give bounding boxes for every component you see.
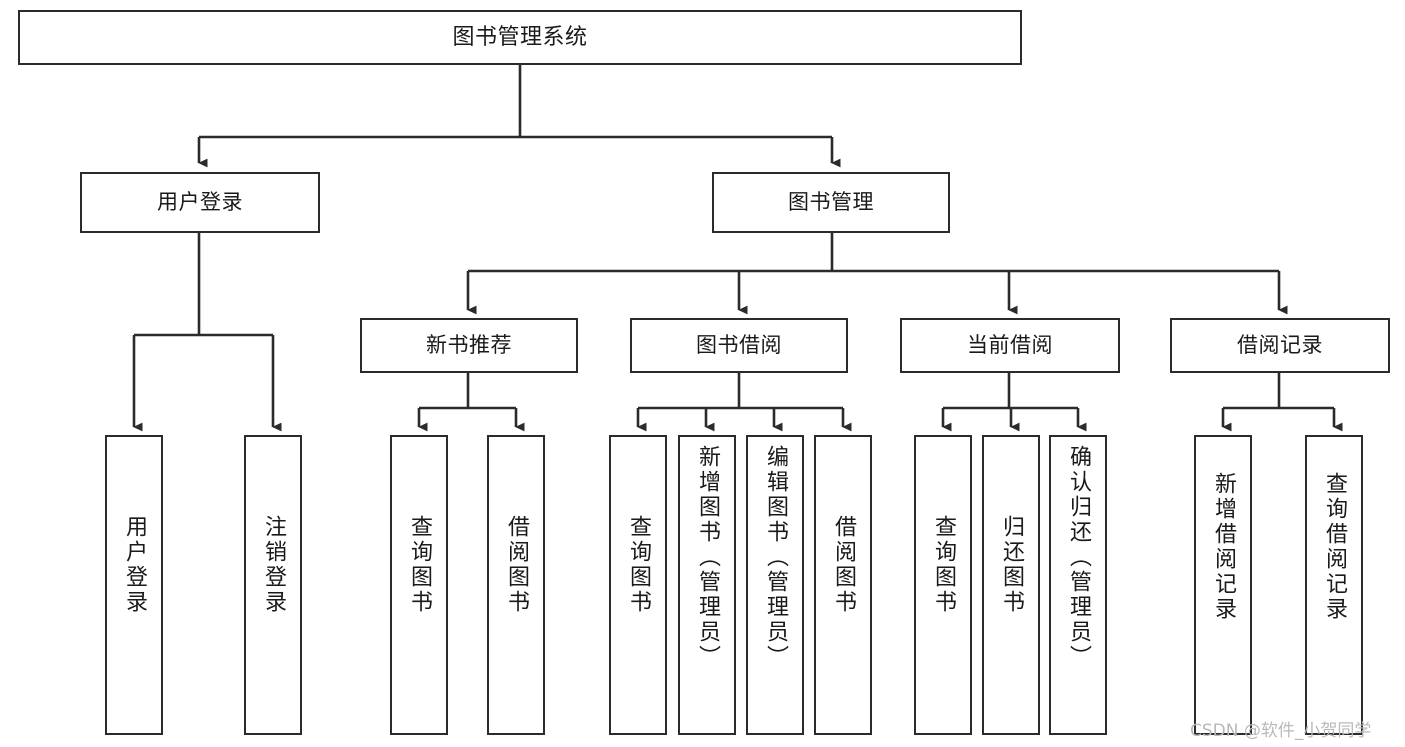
node-label: 用户登录 — [121, 515, 147, 615]
node-book-borrow[interactable]: 图书借阅 — [630, 318, 848, 373]
node-leaf-query-borrow-record[interactable]: 查询借阅记录 — [1305, 435, 1363, 735]
node-current-borrow[interactable]: 当前借阅 — [900, 318, 1120, 373]
node-label: 图书借阅 — [696, 333, 782, 357]
csdn-watermark: CSDN @软件_小贺同学 — [1190, 721, 1372, 741]
node-leaf-borrow-book-nb[interactable]: 借阅图书 — [487, 435, 545, 735]
node-label: 当前借阅 — [967, 333, 1053, 357]
node-label: 用户登录 — [157, 190, 243, 214]
node-label: 新书推荐 — [426, 333, 512, 357]
node-leaf-edit-book-admin[interactable]: 编辑图书（管理员） — [746, 435, 804, 735]
node-label: 借阅图书 — [503, 515, 529, 615]
node-label: 新增借阅记录 — [1210, 472, 1236, 622]
node-label: 借阅图书 — [830, 515, 856, 615]
node-label: 查询借阅记录 — [1321, 472, 1347, 622]
node-leaf-query-book-nb[interactable]: 查询图书 — [390, 435, 448, 735]
node-book-management[interactable]: 图书管理 — [712, 172, 950, 233]
node-leaf-add-book-admin[interactable]: 新增图书（管理员） — [678, 435, 736, 735]
node-label: 查询图书 — [625, 515, 651, 615]
node-label: 归还图书 — [998, 515, 1024, 615]
node-label: 图书管理系统 — [452, 24, 588, 50]
node-label: 新增图书（管理员） — [694, 445, 720, 670]
node-leaf-user-login[interactable]: 用户登录 — [105, 435, 163, 735]
node-leaf-add-borrow-record[interactable]: 新增借阅记录 — [1194, 435, 1252, 735]
node-leaf-return-book[interactable]: 归还图书 — [982, 435, 1040, 735]
node-label: 借阅记录 — [1237, 333, 1323, 357]
node-borrow-record[interactable]: 借阅记录 — [1170, 318, 1390, 373]
node-label: 查询图书 — [406, 515, 432, 615]
node-root-system[interactable]: 图书管理系统 — [18, 10, 1022, 65]
node-label: 编辑图书（管理员） — [762, 445, 788, 670]
node-new-book-recommend[interactable]: 新书推荐 — [360, 318, 578, 373]
node-leaf-confirm-return-admin[interactable]: 确认归还（管理员） — [1049, 435, 1107, 735]
node-leaf-borrow-book-bb[interactable]: 借阅图书 — [814, 435, 872, 735]
node-leaf-query-book-cb[interactable]: 查询图书 — [914, 435, 972, 735]
node-label: 注销登录 — [260, 515, 286, 615]
node-leaf-logout[interactable]: 注销登录 — [244, 435, 302, 735]
node-label: 确认归还（管理员） — [1065, 445, 1091, 670]
node-user-login[interactable]: 用户登录 — [80, 172, 320, 233]
node-leaf-query-book-bb[interactable]: 查询图书 — [609, 435, 667, 735]
node-label: 查询图书 — [930, 515, 956, 615]
node-label: 图书管理 — [788, 190, 874, 214]
